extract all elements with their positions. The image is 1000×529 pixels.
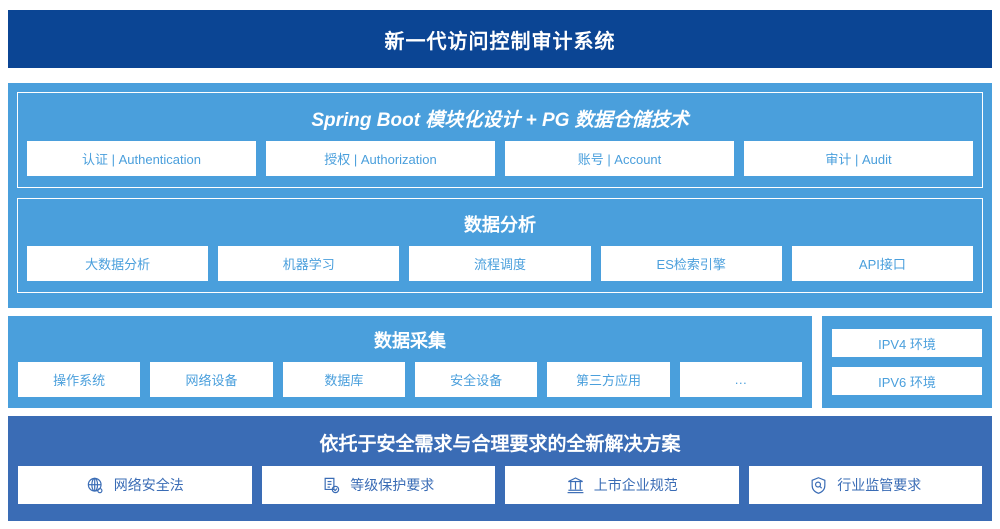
collection-chip-third-party-app[interactable]: 第三方应用: [547, 362, 670, 397]
framework-chip-authentication[interactable]: 认证 | Authentication: [27, 141, 256, 176]
framework-heading: Spring Boot 模块化设计 + PG 数据仓储技术: [311, 110, 689, 131]
page-title: 新一代访问控制审计系统: [384, 30, 616, 53]
compliance-chip-label: 网络安全法: [113, 477, 184, 493]
compliance-heading: 依托于安全需求与合理要求的全新解决方案: [319, 434, 681, 455]
analytics-chip-machine-learning[interactable]: 机器学习: [218, 246, 400, 281]
framework-chip-audit[interactable]: 审计 | Audit: [744, 141, 973, 176]
collection-chip-more[interactable]: …: [679, 362, 802, 397]
compliance-chip-label: 上市企业规范: [593, 477, 678, 493]
compliance-chip-industry-regulation[interactable]: 行业监管要求: [748, 466, 982, 504]
analytics-chip-row: 大数据分析 机器学习 流程调度 ES检索引擎 API接口: [27, 246, 974, 281]
globe-icon: [86, 476, 105, 495]
environment-panel: IPV4 环境 IPV6 环境: [822, 316, 992, 408]
analytics-chip-bigdata[interactable]: 大数据分析: [27, 246, 209, 281]
compliance-chip-row: 网络安全法 等级保护要求: [18, 466, 982, 504]
bank-icon: [566, 476, 585, 495]
compliance-chip-grade-protection[interactable]: 等级保护要求: [261, 466, 495, 504]
collection-chip-os[interactable]: 操作系统: [18, 362, 141, 397]
collection-chip-row: 操作系统 网络设备 数据库 安全设备 第三方应用 …: [18, 362, 802, 397]
shield-search-icon: [809, 476, 828, 495]
page-title-bar: 新一代访问控制审计系统: [8, 10, 992, 68]
framework-chip-account[interactable]: 账号 | Account: [505, 141, 734, 176]
analytics-chip-api[interactable]: API接口: [791, 246, 974, 281]
framework-chip-row: 认证 | Authentication 授权 | Authorization 账…: [27, 141, 973, 176]
collection-chip-security-device[interactable]: 安全设备: [414, 362, 538, 397]
collection-chip-network-device[interactable]: 网络设备: [150, 362, 273, 397]
compliance-chip-cybersecurity-law[interactable]: 网络安全法: [18, 466, 252, 504]
framework-panel: Spring Boot 模块化设计 + PG 数据仓储技术 认证 | Authe…: [17, 92, 983, 188]
framework-chip-authorization[interactable]: 授权 | Authorization: [266, 141, 495, 176]
analytics-heading: 数据分析: [464, 215, 536, 235]
environment-chip-ipv6[interactable]: IPV6 环境: [832, 367, 982, 395]
collection-heading: 数据采集: [374, 331, 446, 351]
analytics-panel: 数据分析 大数据分析 机器学习 流程调度 ES检索引擎 API接口: [17, 198, 983, 293]
analytics-chip-workflow[interactable]: 流程调度: [409, 246, 591, 281]
platform-layer: Spring Boot 模块化设计 + PG 数据仓储技术 认证 | Authe…: [8, 83, 992, 308]
compliance-chip-label: 等级保护要求: [350, 477, 435, 493]
document-check-icon: [322, 476, 341, 495]
compliance-chip-label: 行业监管要求: [837, 477, 922, 493]
environment-chip-ipv4[interactable]: IPV4 环境: [832, 329, 982, 357]
collection-chip-database[interactable]: 数据库: [282, 362, 405, 397]
collection-layer: 数据采集 操作系统 网络设备 数据库 安全设备 第三方应用 … IPV4 环境 …: [8, 316, 992, 408]
analytics-chip-es-search[interactable]: ES检索引擎: [600, 246, 782, 281]
compliance-layer: 依托于安全需求与合理要求的全新解决方案 网络安全法: [8, 416, 992, 521]
collection-panel: 数据采集 操作系统 网络设备 数据库 安全设备 第三方应用 …: [8, 316, 812, 408]
compliance-chip-listed-enterprise[interactable]: 上市企业规范: [505, 466, 739, 504]
